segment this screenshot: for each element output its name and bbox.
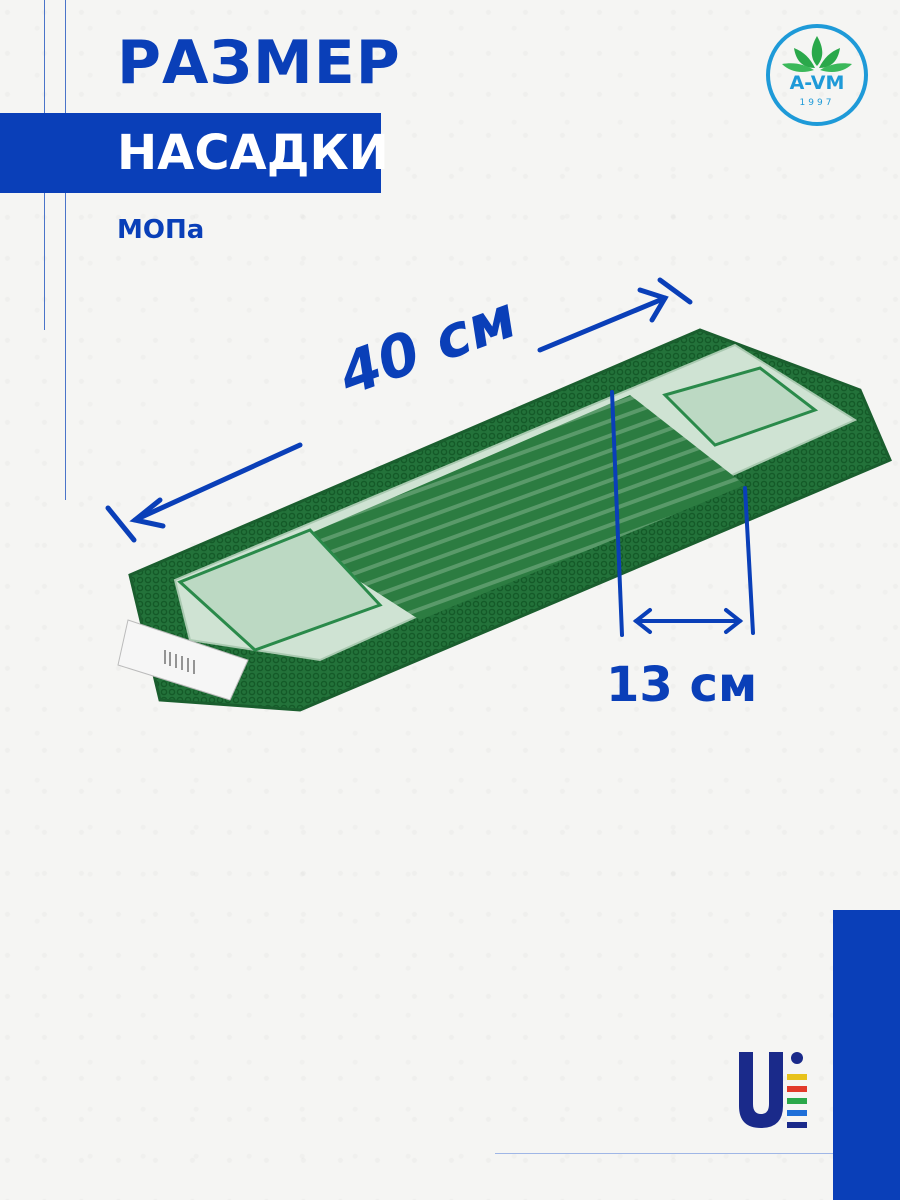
subtitle: МОПа [117, 215, 205, 245]
lotus-icon [766, 24, 868, 126]
mop-band [295, 395, 745, 620]
bar-title: НАСАДКИ [117, 125, 389, 181]
footer-line [495, 1153, 833, 1154]
mop-pocket [662, 366, 819, 447]
title-bar [0, 113, 381, 193]
logo-year: 1997 [799, 98, 835, 108]
ui-brand-icon [739, 1052, 807, 1128]
width-label: 13 см [606, 657, 758, 713]
guide-line [65, 0, 66, 500]
mop-pocket [177, 528, 383, 652]
mop-tag [117, 619, 249, 701]
page-title: РАЗМЕР [117, 28, 401, 98]
logo-text: A-VM [789, 72, 845, 94]
side-bar [833, 910, 900, 1200]
